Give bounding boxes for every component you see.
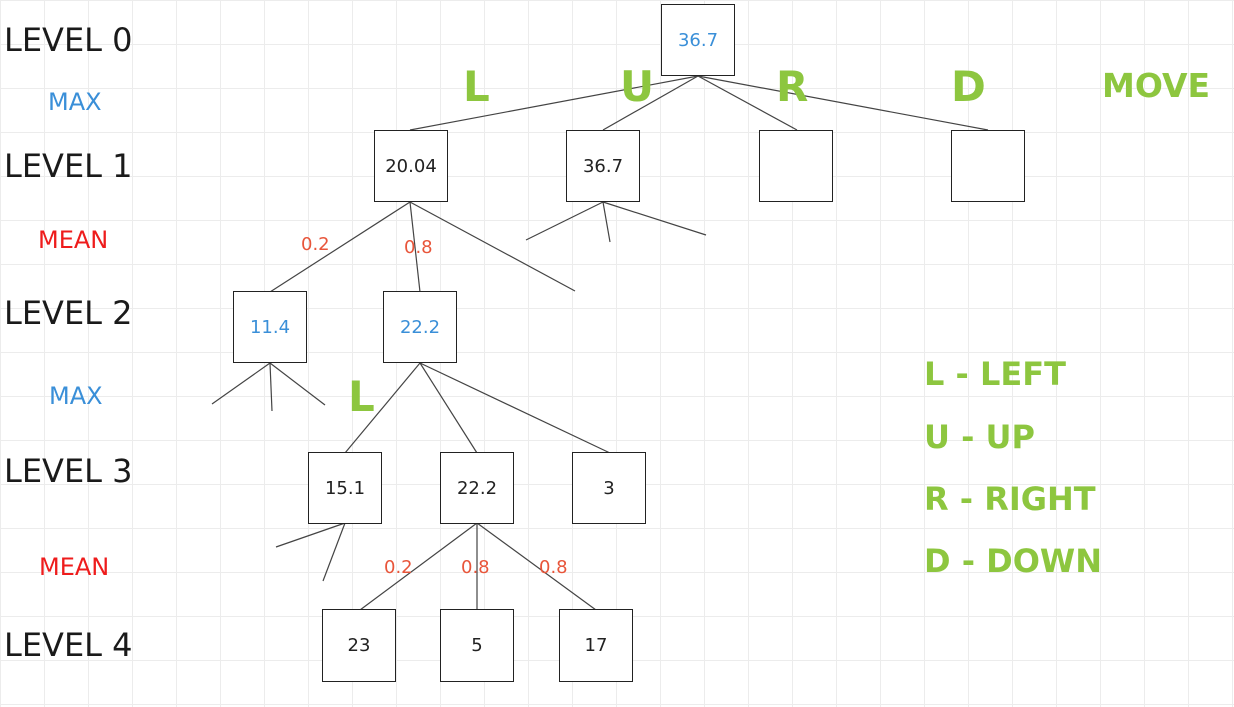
edge-l3a-stub-a <box>275 522 346 548</box>
node-level2-b: 22.2 <box>383 291 457 363</box>
edge-l1left-stub <box>409 201 576 292</box>
edge-root-down <box>697 75 989 131</box>
operator-max-label: MAX <box>49 382 103 410</box>
edge-l1left-l2a <box>269 201 411 293</box>
edge-l2b-l3a <box>344 362 421 454</box>
edge-l1up-stub-c <box>602 201 707 236</box>
operator-mean-label: MEAN <box>39 553 110 581</box>
edge-root-up <box>602 75 699 131</box>
level-2-label: LEVEL 2 <box>4 294 133 332</box>
edge-l2a-stub-a <box>211 362 271 405</box>
probability-label: 0.2 <box>384 557 413 578</box>
node-level3-a: 15.1 <box>308 452 382 524</box>
node-root: 36.7 <box>661 4 735 76</box>
node-level1-left: 20.04 <box>374 130 448 202</box>
edge-l3b-l4a <box>359 522 478 611</box>
legend-up: U - UP <box>924 418 1035 456</box>
move-up-letter: U <box>620 62 655 111</box>
move-right-letter: R <box>776 62 809 111</box>
node-level4-b: 5 <box>440 609 514 682</box>
node-level4-a: 23 <box>322 609 396 682</box>
level-0-label: LEVEL 0 <box>4 21 133 59</box>
node-level2-a: 11.4 <box>233 291 307 363</box>
edge-l1left-l2b <box>409 201 421 293</box>
operator-max-label: MAX <box>48 88 102 116</box>
probability-label: 0.8 <box>539 557 568 578</box>
legend-right: R - RIGHT <box>924 480 1096 518</box>
edge-l1up-stub-a <box>525 201 604 241</box>
edge-l1up-stub-b <box>602 201 611 243</box>
legend-down: D - DOWN <box>924 542 1102 580</box>
node-level4-c: 17 <box>559 609 633 682</box>
level-1-label: LEVEL 1 <box>4 147 133 185</box>
probability-label: 0.8 <box>404 237 433 258</box>
node-level1-down <box>951 130 1025 202</box>
move-left-letter-level2: L <box>348 372 375 421</box>
edge-l2b-l3b <box>419 362 478 454</box>
operator-mean-label: MEAN <box>38 226 109 254</box>
move-down-letter: D <box>951 62 986 111</box>
move-header: MOVE <box>1102 66 1211 105</box>
edge-root-left <box>409 75 699 131</box>
move-left-letter: L <box>463 62 490 111</box>
probability-label: 0.2 <box>301 234 330 255</box>
edge-l3b-l4c <box>476 522 597 611</box>
node-level1-up: 36.7 <box>566 130 640 202</box>
edge-l3a-stub-b <box>322 522 346 582</box>
legend-left: L - LEFT <box>924 355 1066 393</box>
edge-l2a-stub-c <box>269 362 326 406</box>
node-level3-b: 22.2 <box>440 452 514 524</box>
probability-label: 0.8 <box>461 557 490 578</box>
node-level1-right <box>759 130 833 202</box>
level-3-label: LEVEL 3 <box>4 452 133 490</box>
edge-l2b-l3c <box>419 362 611 454</box>
level-4-label: LEVEL 4 <box>4 626 133 664</box>
edge-l2a-stub-b <box>269 362 273 412</box>
edge-root-right <box>697 75 798 131</box>
node-level3-c: 3 <box>572 452 646 524</box>
